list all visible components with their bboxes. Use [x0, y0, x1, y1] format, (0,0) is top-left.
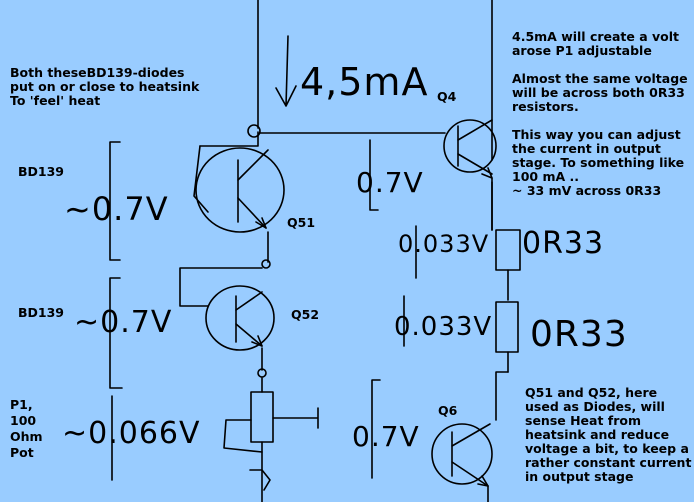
voltage-q6: 0.7V [352, 420, 420, 453]
q52-symbol [205, 285, 275, 351]
label-p1-pot: P1, 100 Ohm Pot [10, 397, 43, 460]
jumper-loop [179, 267, 263, 307]
label-q52: Q52 [291, 307, 320, 322]
label-q51: Q51 [287, 215, 316, 230]
note-diodes-heatsink: Both theseBD139-diodes put on or close t… [10, 65, 200, 108]
label-q4: Q4 [437, 89, 457, 104]
node-top [247, 124, 261, 138]
q6-symbol [431, 423, 493, 485]
current-label: 4,5mA [300, 60, 429, 104]
voltage-q52: ~0.7V [74, 305, 173, 340]
note-q51-q52-diodes: Q51 and Q52, here used as Diodes, will s… [525, 385, 692, 484]
r1-label: 0R33 [522, 226, 605, 261]
voltage-q4: 0.7V [356, 166, 424, 199]
voltage-r2: 0.033V [394, 312, 493, 342]
q51-symbol [195, 147, 285, 233]
r1-resistor [495, 229, 521, 271]
label-bd139-bottom: BD139 [18, 305, 64, 320]
label-q6: Q6 [438, 403, 458, 418]
voltage-p1: ~0.066V [62, 416, 201, 451]
voltage-q51: ~0.7V [64, 190, 169, 228]
p1-pot [250, 391, 274, 443]
label-bd139-top: BD139 [18, 164, 64, 179]
current-arrow [275, 35, 297, 107]
r2-resistor [495, 301, 519, 353]
voltage-r1: 0.033V [398, 230, 490, 258]
q4-symbol [443, 119, 497, 173]
r2-label: 0R33 [530, 314, 628, 355]
note-p1-adjust: 4.5mA will create a volt arose P1 adjust… [512, 29, 688, 198]
